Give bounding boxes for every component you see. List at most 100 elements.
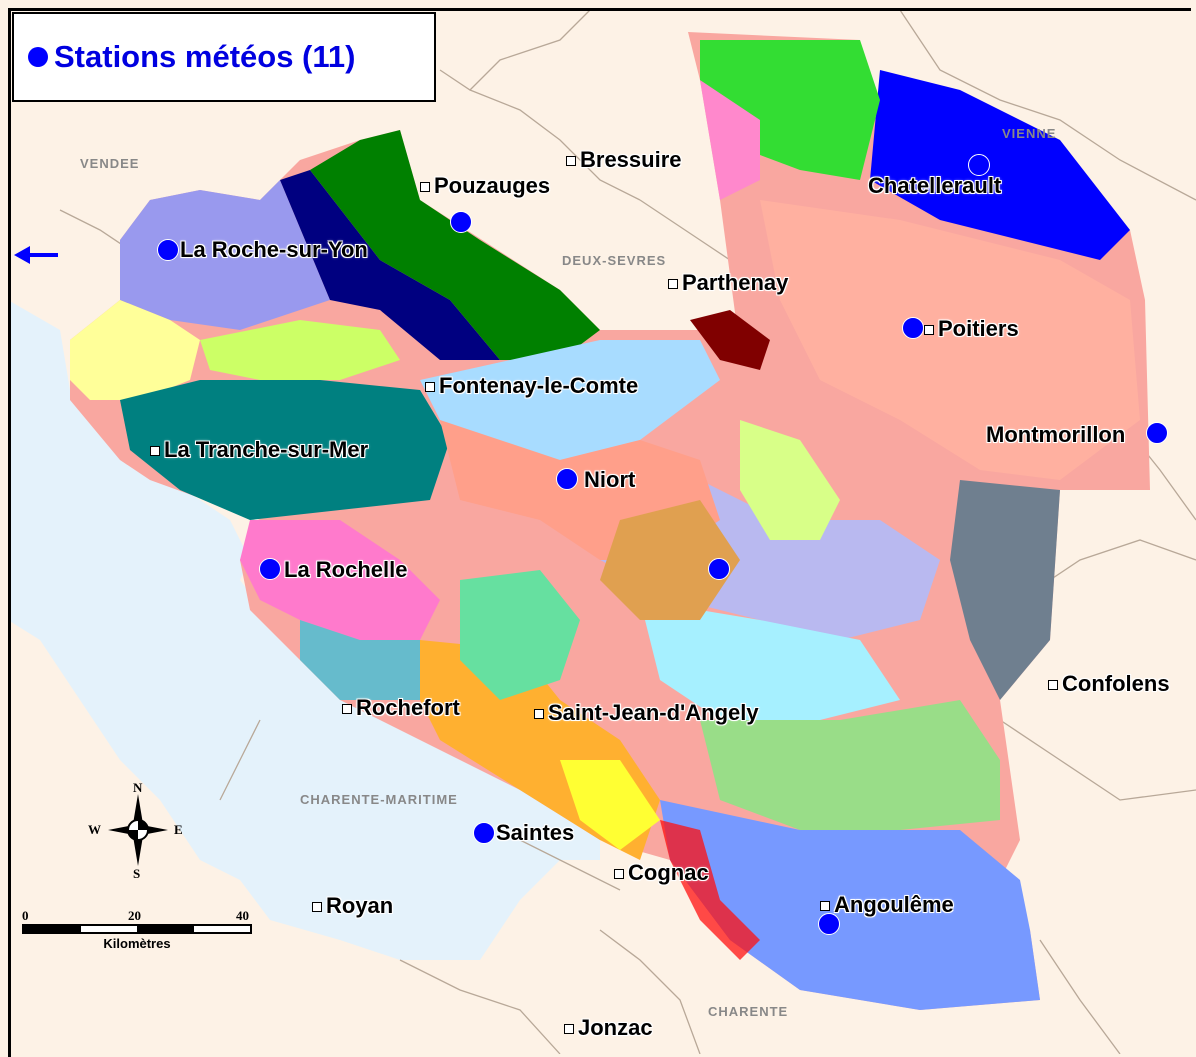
city-name: Niort (584, 467, 636, 492)
city-label: Pouzauges (420, 173, 550, 199)
city-label: La Roche-sur-Yon (180, 237, 368, 263)
zone-green (310, 130, 600, 360)
city-name: La Tranche-sur-Mer (164, 437, 369, 462)
station-marker[interactable] (708, 558, 730, 580)
city-marker-icon (312, 902, 322, 913)
department-label: CHARENTE-MARITIME (300, 792, 458, 807)
city-label: Angoulême (820, 892, 954, 918)
legend-label: Stations météos (11) (54, 39, 356, 74)
zone-vendee-lavender (120, 180, 330, 330)
scale-tick-0: 0 (22, 908, 29, 923)
city-marker-icon (924, 325, 934, 336)
city-name: Poitiers (938, 316, 1019, 341)
legend-box: Stations météos (11) (12, 12, 436, 102)
city-name: Fontenay-le-Comte (439, 373, 639, 398)
department-label: CHARENTE (708, 1004, 789, 1019)
zone-red-south (660, 820, 760, 960)
department-label: VENDEE (80, 156, 140, 171)
city-marker-icon (668, 279, 678, 290)
zone-lime-centre (740, 420, 840, 540)
city-label: Montmorillon (986, 422, 1125, 448)
zone-yellow-south (560, 760, 660, 850)
zone-green-south (700, 700, 1000, 830)
station-marker[interactable] (473, 822, 495, 844)
sea (8, 300, 600, 960)
city-label: Parthenay (668, 270, 788, 296)
city-marker-icon (150, 446, 160, 457)
city-marker-icon (425, 382, 435, 393)
scale-tick-20: 20 (128, 908, 141, 923)
city-marker-icon (1048, 680, 1058, 691)
zone-cyan-centre (640, 600, 900, 720)
scale-unit: Kilomètres (103, 936, 171, 951)
department-label: DEUX-SEVRES (562, 253, 667, 268)
compass-n: N (133, 780, 143, 795)
city-label: Royan (312, 893, 393, 919)
city-marker-icon (564, 1024, 574, 1035)
station-dot-icon (28, 47, 48, 67)
compass-w: W (88, 822, 101, 837)
city-marker-icon (420, 182, 430, 193)
zone-maroon (690, 310, 770, 370)
city-label: Rochefort (342, 695, 460, 721)
station-marker[interactable] (818, 913, 840, 935)
city-label: La Tranche-sur-Mer (150, 437, 368, 463)
station-marker[interactable] (902, 317, 924, 339)
station-marker[interactable] (259, 558, 281, 580)
city-name: Bressuire (580, 147, 682, 172)
city-name: Rochefort (356, 695, 460, 720)
city-label: Niort (584, 467, 635, 493)
city-label: Jonzac (564, 1015, 653, 1041)
city-marker-icon (614, 869, 624, 880)
city-name: Cognac (628, 860, 709, 885)
scale-bar: 0 20 40 Kilomètres (22, 908, 252, 951)
city-name: Saint-Jean-d'Angely (548, 700, 759, 725)
zone-lime (200, 320, 400, 380)
station-marker[interactable] (1146, 422, 1168, 444)
city-marker-icon (534, 709, 544, 720)
station-marker[interactable] (968, 154, 990, 176)
zone-yellow (70, 300, 200, 400)
city-name: Pouzauges (434, 173, 551, 198)
station-marker[interactable] (157, 239, 179, 261)
city-name: Royan (326, 893, 394, 918)
city-label: Fontenay-le-Comte (425, 373, 638, 399)
zone-pink-west (240, 520, 440, 640)
station-marker[interactable] (450, 211, 472, 233)
sea-coast (100, 500, 190, 560)
city-name: Jonzac (578, 1015, 653, 1040)
compass-rose: N S W E (86, 780, 196, 881)
city-label: Chatellerault (868, 173, 1001, 199)
city-name: Chatellerault (868, 173, 1002, 198)
zone-mixed-west (300, 620, 420, 700)
city-label: Confolens (1048, 671, 1170, 697)
zone-pink-north (700, 80, 760, 200)
city-marker-icon (566, 156, 576, 167)
city-label: Bressuire (566, 147, 682, 173)
arrow-left-icon[interactable] (14, 244, 60, 266)
city-label: Saint-Jean-d'Angely (534, 700, 759, 726)
compass-e: E (174, 822, 183, 837)
city-marker-icon (342, 704, 352, 715)
city-name: La Roche-sur-Yon (180, 237, 368, 262)
zone-navy (280, 170, 500, 360)
city-name: La Rochelle (284, 557, 408, 582)
zone-lightblue (420, 340, 720, 460)
zone-salmon-east (760, 200, 1140, 480)
zone-mint-centre (460, 570, 580, 700)
zone-teal (120, 380, 450, 520)
station-marker[interactable] (556, 468, 578, 490)
zone-cornflower-south (660, 800, 1040, 1010)
city-name: Angoulême (834, 892, 954, 917)
city-name: Confolens (1062, 671, 1170, 696)
city-label: Poitiers (924, 316, 1019, 342)
city-label: Saintes (496, 820, 574, 846)
zone-tan-centre (600, 500, 740, 620)
city-marker-icon (820, 901, 830, 912)
city-name: Montmorillon (986, 422, 1126, 447)
city-label: Cognac (614, 860, 709, 886)
scale-tick-40: 40 (236, 908, 249, 923)
zone-blue-north (870, 70, 1130, 260)
city-label: La Rochelle (284, 557, 407, 583)
